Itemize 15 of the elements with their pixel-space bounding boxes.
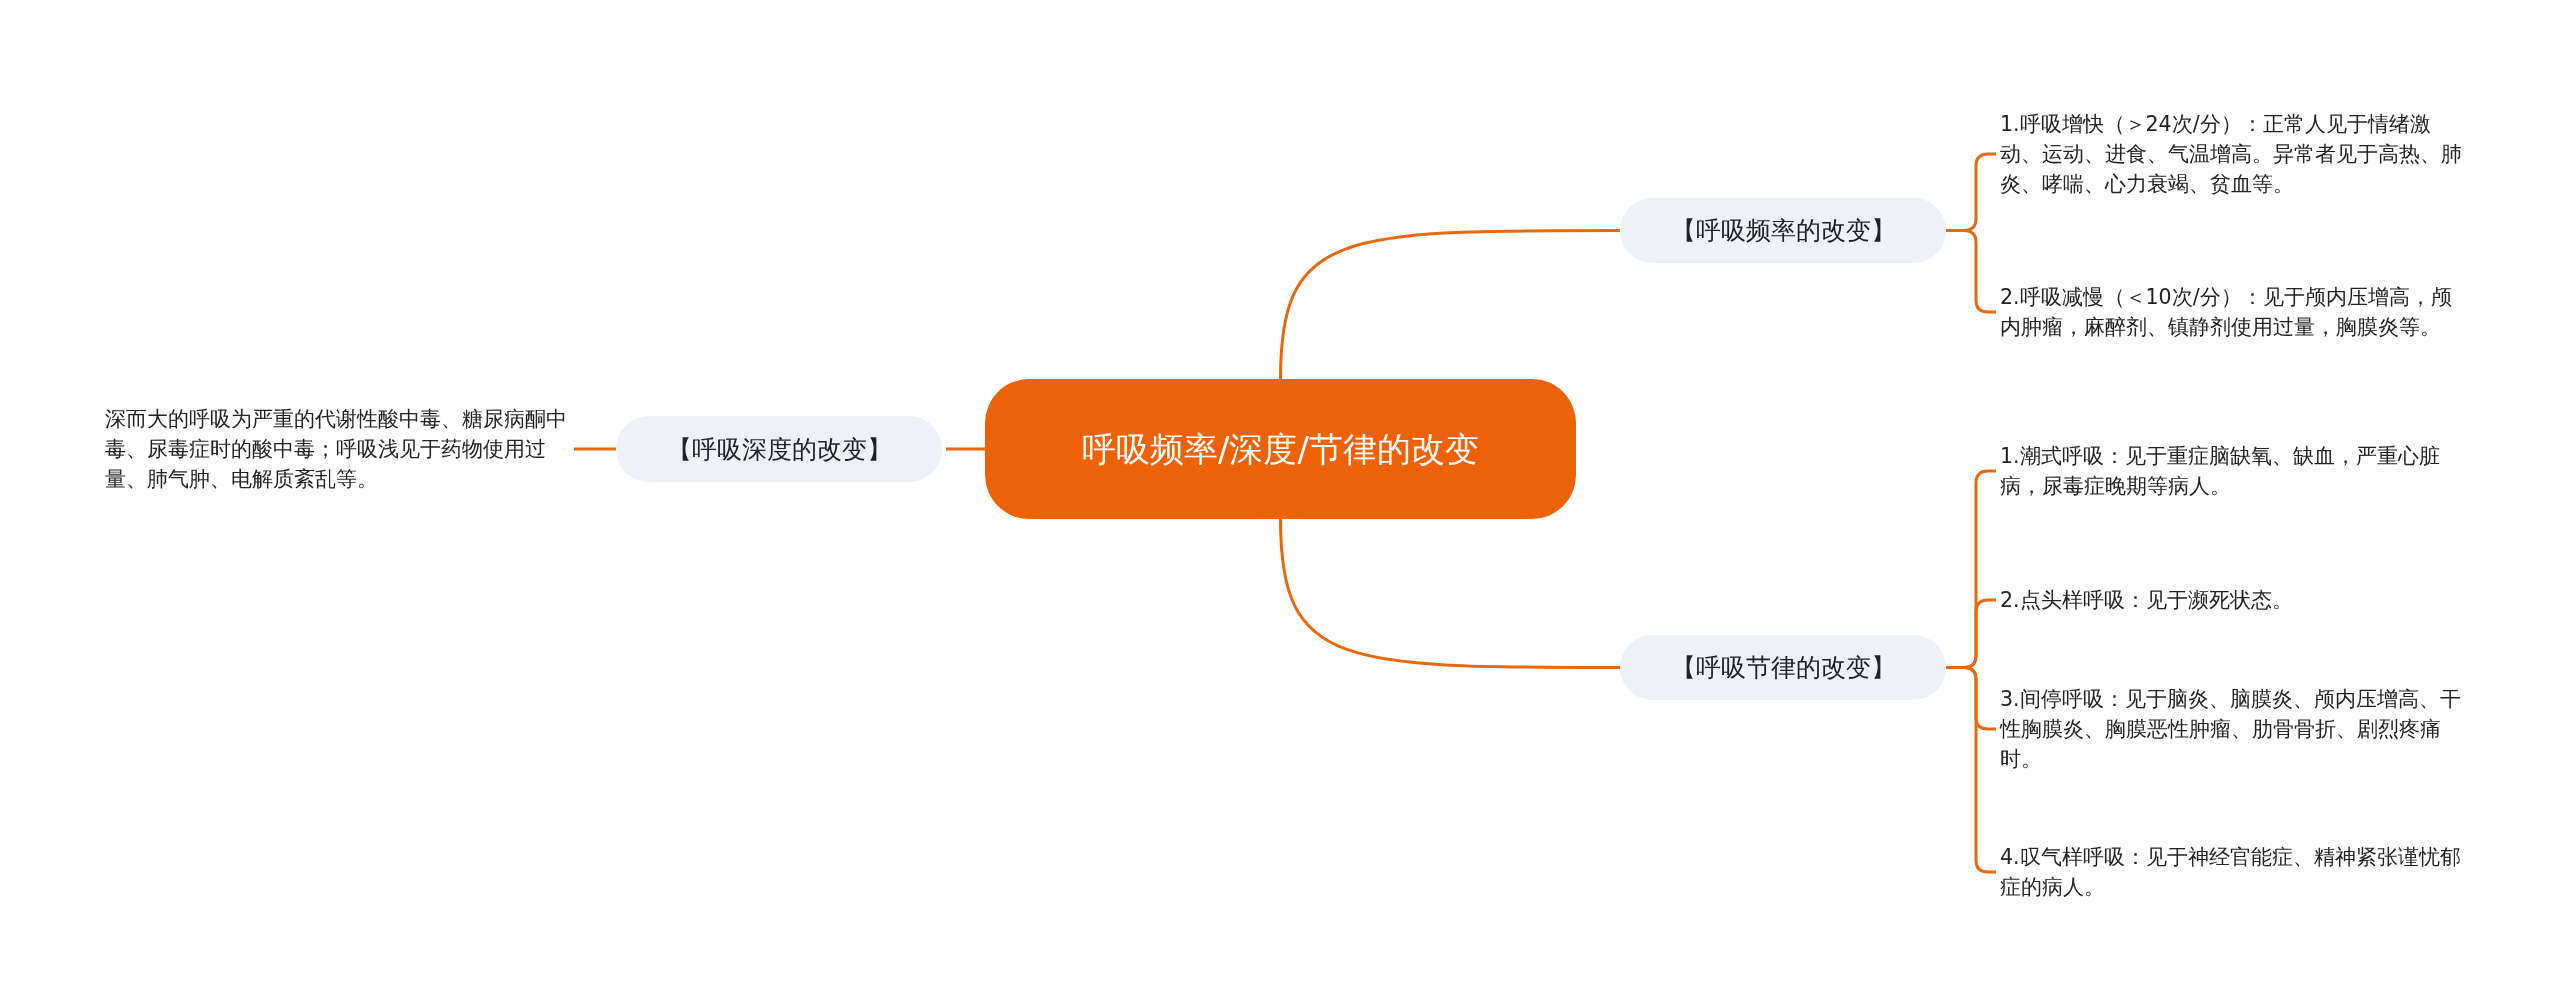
connector-line <box>1279 518 1620 669</box>
note-text: 深而大的呼吸为严重的代谢性酸中毒、糖尿病酮中毒、尿毒症时的酸中毒；呼吸浅见于药物使用过量、肺气肿、电解质紊乱等。 <box>105 403 570 495</box>
note-text: 1.呼吸增快（＞24次/分）：正常人见于情绪激动、运动、进食、气温增高。异常者见于高热、肺炎、哮喘、心力衰竭、贫血等。 <box>2000 108 2470 200</box>
topic-box: 【呼吸频率的改变】 <box>1620 198 1946 263</box>
note-text: 2.点头样呼吸：见于濒死状态。 <box>2000 584 2470 616</box>
note-text: 4.叹气样呼吸：见于神经官能症、精神紧张谨忧郁症的病人。 <box>2000 841 2470 903</box>
note-text: 2.呼吸减慢（＜10次/分）：见于颅内压增高，颅内肿瘤，麻醉剂、镇静剂使用过量，胸膜炎等。 <box>2000 266 2470 358</box>
note-text: 1.潮式呼吸：见于重症脑缺氧、缺血，严重心脏病，尿毒症晚期等病人。 <box>2000 425 2470 517</box>
topic-box: 【呼吸节律的改变】 <box>1620 635 1946 700</box>
connector-line <box>946 447 985 451</box>
note-text: 3.间停呼吸：见于脑炎、脑膜炎、颅内压增高、干性胸膜炎、胸膜恶性肿瘤、肋骨骨折、剧烈疼痛时。 <box>2000 683 2470 775</box>
central-topic-box: 呼吸频率/深度/节律的改变 <box>985 379 1576 519</box>
connector-line <box>574 447 616 451</box>
connector-line <box>1279 229 1620 380</box>
topic-box: 【呼吸深度的改变】 <box>616 416 942 482</box>
